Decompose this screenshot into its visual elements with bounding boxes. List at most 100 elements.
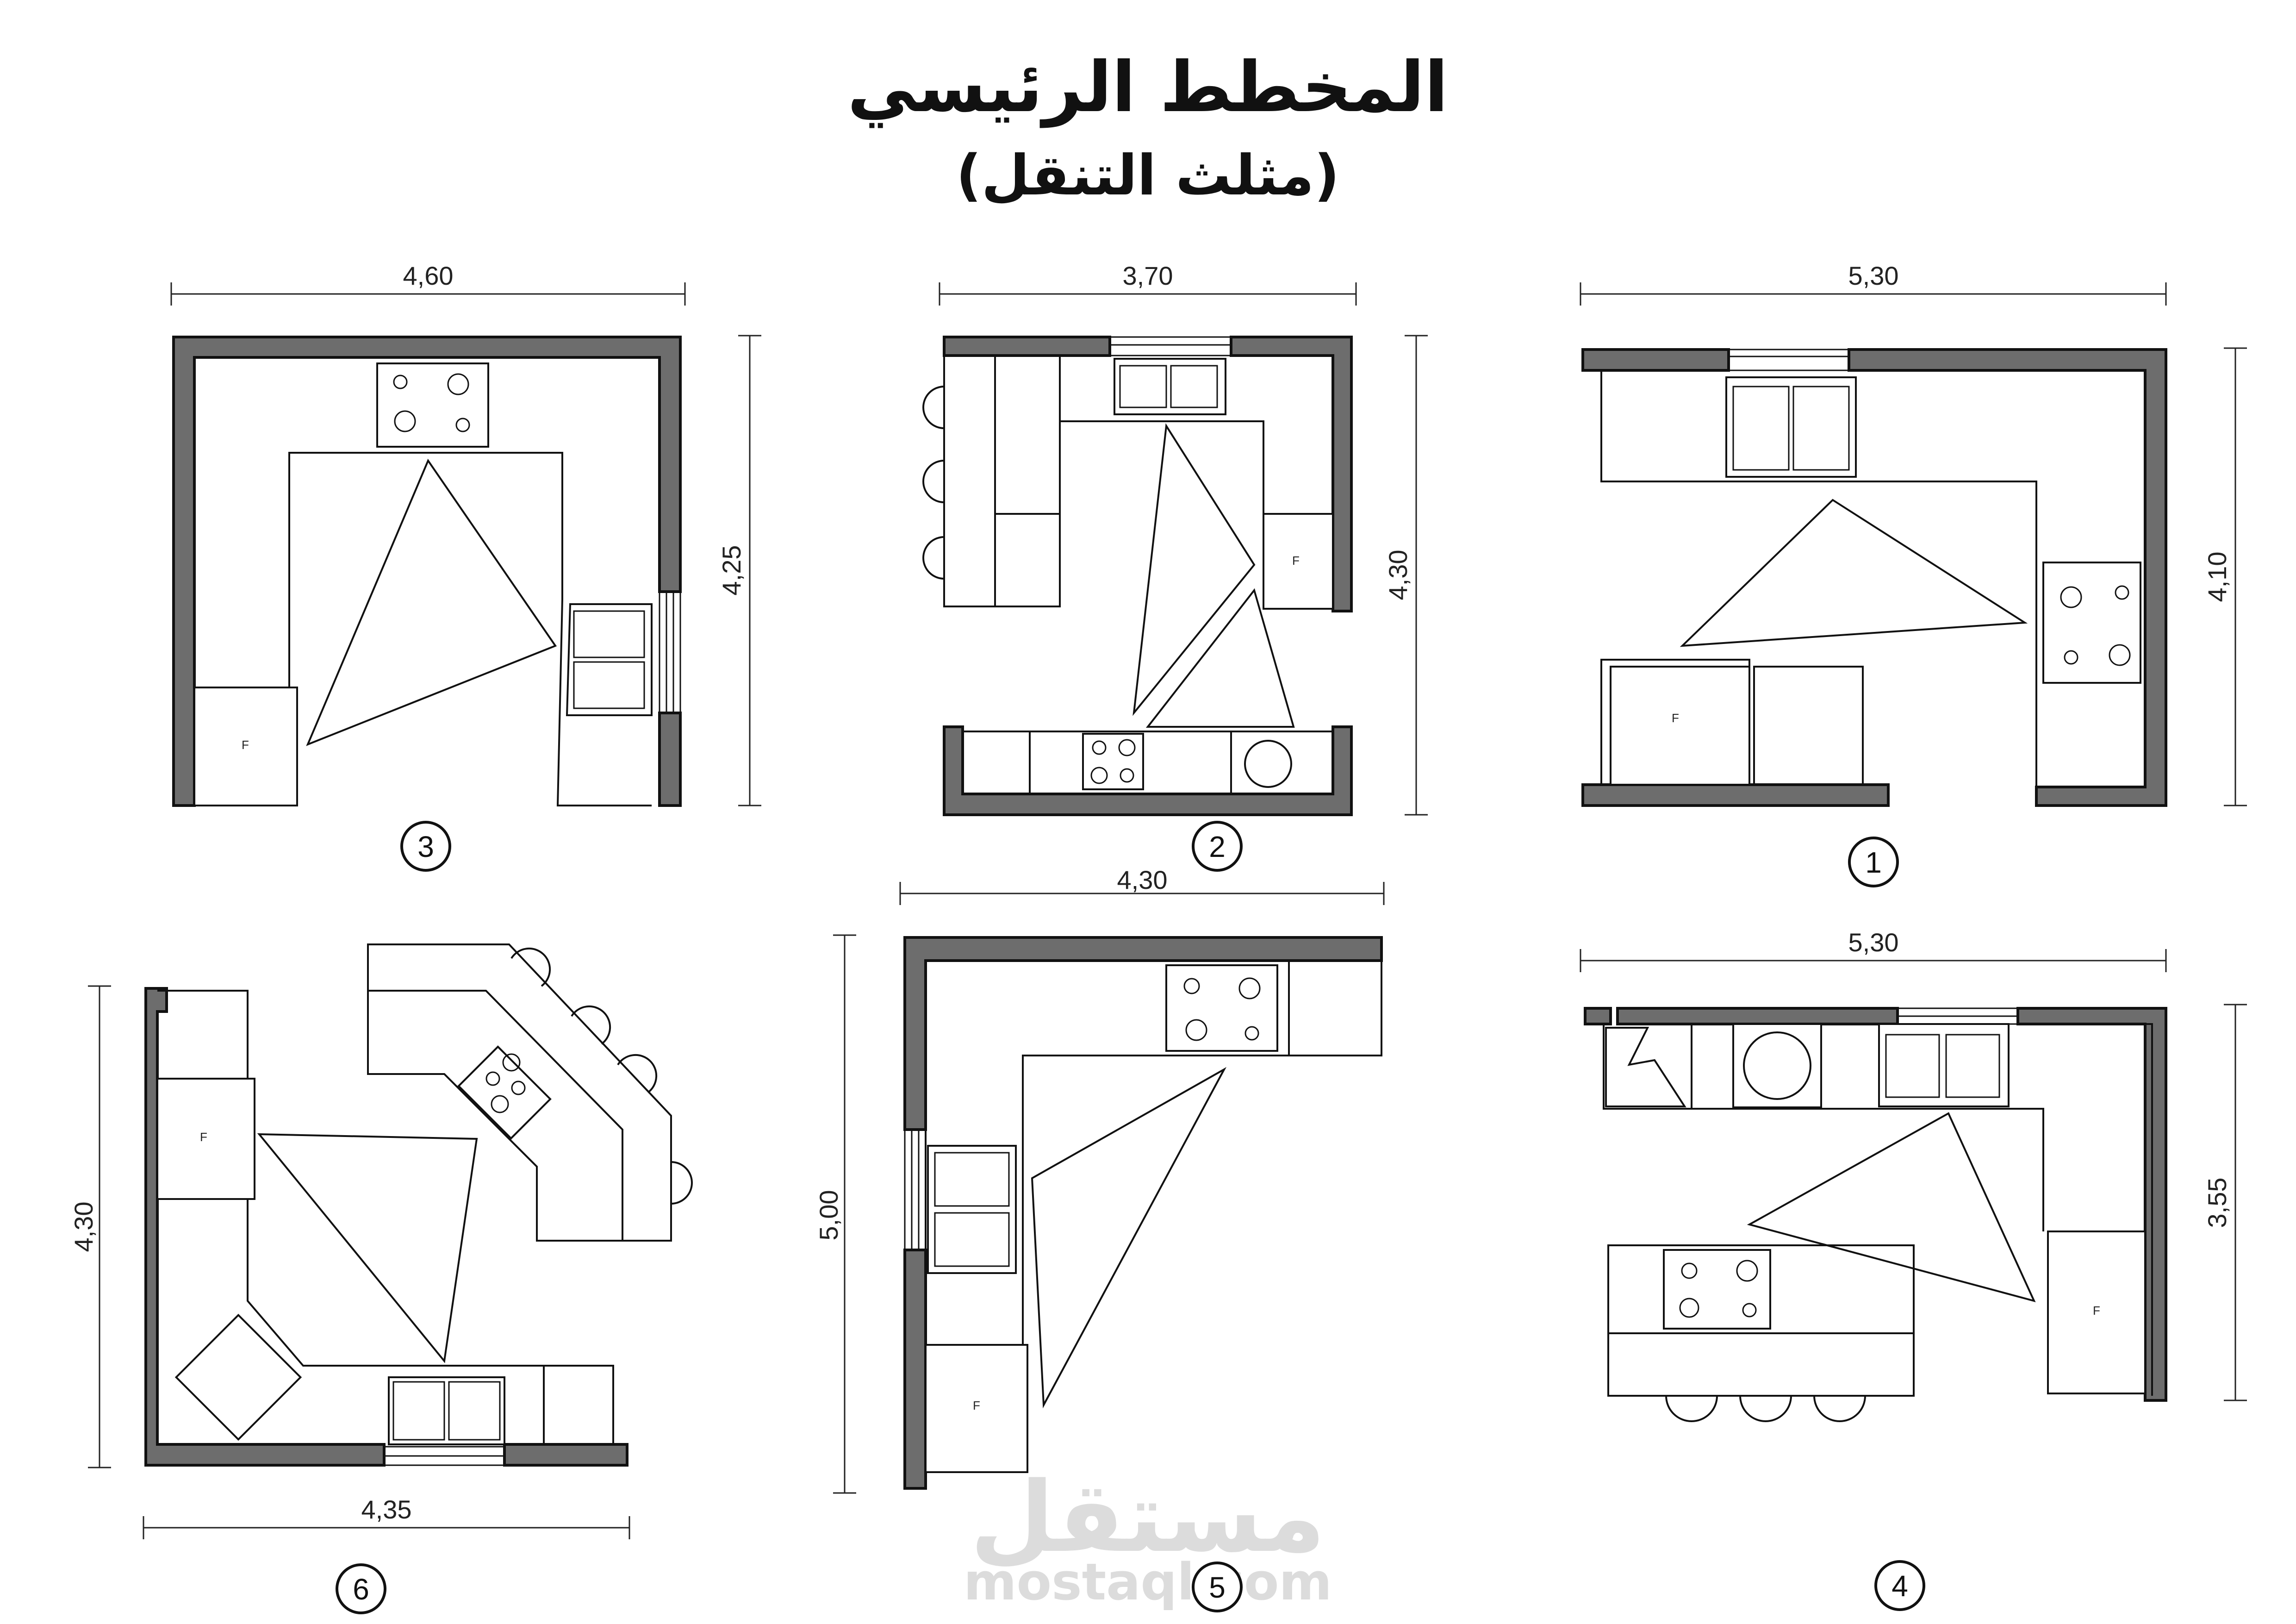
wall xyxy=(943,336,1111,357)
bar-stool xyxy=(571,1005,611,1045)
width-label: 5,30 xyxy=(1848,261,1899,290)
plan-number: 5 xyxy=(1209,1571,1226,1604)
work-triangle xyxy=(306,458,557,746)
plan-number: 4 xyxy=(1892,1569,1908,1603)
sink xyxy=(388,1376,505,1445)
bar-stool xyxy=(922,386,945,429)
wall xyxy=(1584,1007,1612,1025)
corner-unit xyxy=(1605,1027,1686,1107)
bar-stool xyxy=(671,1161,693,1205)
stove xyxy=(1082,733,1144,790)
plan-number-badge xyxy=(1848,837,1899,887)
width-label: 4,35 xyxy=(361,1495,412,1524)
bar-stool xyxy=(1813,1395,1866,1422)
plan-number-badge xyxy=(1874,1560,1925,1611)
watermark-latin: mostaql.com xyxy=(964,1552,1332,1612)
fridge-label: F xyxy=(242,738,249,752)
plan-number-badge xyxy=(1192,1562,1243,1612)
fridge xyxy=(193,687,298,806)
sink xyxy=(1114,358,1226,415)
bar-stool xyxy=(617,1054,658,1093)
dimension-height: 4,30 xyxy=(1383,335,1428,816)
bar-stool xyxy=(922,460,945,503)
dimension-width: 5,30 xyxy=(1580,928,2167,972)
height-label: 4,10 xyxy=(2203,552,2232,602)
dimension-height: 5,00 xyxy=(814,934,856,1494)
work-triangle xyxy=(1132,423,1256,716)
wall xyxy=(903,936,1383,1131)
fridge xyxy=(925,1344,1028,1473)
plan-2: 3,70 4,30 F xyxy=(922,261,1428,872)
dimension-height: 3,55 xyxy=(2203,1004,2247,1401)
plan-number: 2 xyxy=(1209,830,1226,863)
height-label: 5,00 xyxy=(814,1190,843,1241)
dimension-width: 4,60 xyxy=(170,261,686,306)
height-label: 4,30 xyxy=(1383,550,1412,600)
window xyxy=(1109,336,1232,356)
wall xyxy=(903,1249,927,1490)
hob xyxy=(1732,1023,1822,1108)
dimension-height: 4,30 xyxy=(69,985,111,1468)
height-label: 4,30 xyxy=(69,1202,98,1252)
stove xyxy=(2042,562,2141,684)
plan-number: 1 xyxy=(1865,846,1882,879)
plan-3: 4,60 4,25 F 3 xyxy=(170,261,761,872)
work-triangle xyxy=(1031,1067,1227,1409)
sink xyxy=(566,603,653,716)
sink xyxy=(927,1145,1017,1274)
sheet-title: المخطط الرئيسي xyxy=(847,47,1448,128)
plan-number-badge xyxy=(400,821,451,872)
plan-6: 4,30 4,35 F 6 xyxy=(69,943,693,1614)
wall xyxy=(503,1443,628,1467)
bar-stool xyxy=(1739,1395,1792,1422)
fridge xyxy=(1263,513,1334,610)
plan-number-badge xyxy=(1192,821,1243,872)
island xyxy=(1607,1244,1915,1397)
plan-1: 5,30 4,10 F 1 xyxy=(1580,261,2247,887)
stove xyxy=(457,1045,552,1140)
sink xyxy=(1878,1023,2010,1107)
dimension-width: 4,35 xyxy=(143,1495,630,1539)
wall xyxy=(144,987,386,1467)
fridge xyxy=(2047,1230,2146,1394)
bar-stool xyxy=(1665,1395,1718,1422)
dimension-height: 4,25 xyxy=(717,335,761,806)
plan-number-badge xyxy=(336,1563,386,1614)
bar-stool xyxy=(922,536,945,580)
width-label: 4,60 xyxy=(403,261,454,290)
width-label: 3,70 xyxy=(1123,261,1173,290)
height-label: 3,55 xyxy=(2203,1178,2232,1228)
dimension-width: 3,70 xyxy=(939,261,1357,306)
sheet-subtitle: (مثلث التنقل) xyxy=(956,144,1339,208)
sink xyxy=(1725,376,1857,478)
dimension-width: 4,30 xyxy=(899,865,1385,905)
width-label: 5,30 xyxy=(1848,928,1899,957)
fridge-label: F xyxy=(200,1130,207,1144)
window xyxy=(1728,349,1850,371)
island xyxy=(367,943,672,1242)
stove xyxy=(376,362,489,448)
width-label: 4,30 xyxy=(1117,865,1168,894)
corner-unit xyxy=(174,1313,302,1441)
wall xyxy=(1581,783,1890,807)
plan-number: 3 xyxy=(417,830,434,863)
stove xyxy=(1663,1249,1771,1330)
fridge-label: F xyxy=(1672,711,1679,725)
fridge xyxy=(1610,666,1750,786)
dimension-width: 5,30 xyxy=(1580,261,2167,306)
fridge xyxy=(156,1078,255,1200)
bar-stool xyxy=(510,947,551,987)
watermark-arabic: مستقل xyxy=(970,1461,1325,1574)
wall xyxy=(1581,348,1730,372)
work-triangle xyxy=(1680,499,2028,647)
window xyxy=(904,1129,927,1251)
plan-number: 6 xyxy=(353,1573,369,1606)
fridge-label: F xyxy=(973,1399,980,1412)
height-label: 4,25 xyxy=(717,545,746,596)
fridge-label: F xyxy=(2093,1304,2100,1318)
bin xyxy=(1244,740,1292,788)
wall xyxy=(658,712,682,807)
plan-4: 5,30 3,55 F 4 xyxy=(1580,928,2247,1611)
watermark: مستقل mostaql.com xyxy=(964,1461,1332,1612)
